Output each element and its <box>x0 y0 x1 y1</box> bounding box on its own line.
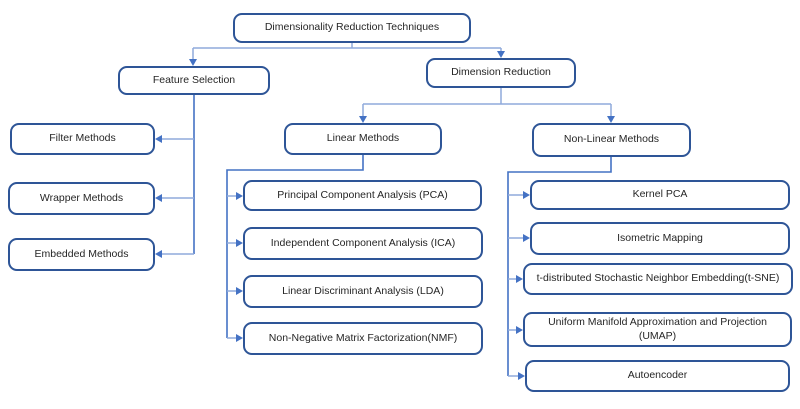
node-lda: Linear Discriminant Analysis (LDA) <box>243 275 483 308</box>
node-tsne: t-distributed Stochastic Neighbor Embedd… <box>523 263 793 295</box>
node-feature-selection: Feature Selection <box>118 66 270 95</box>
connector-feature-selection-rail <box>155 95 195 258</box>
node-umap: Uniform Manifold Approximation and Proje… <box>523 312 792 347</box>
node-linear-methods: Linear Methods <box>284 123 442 155</box>
node-nonlinear-methods: Non-Linear Methods <box>532 123 691 157</box>
node-root: Dimensionality Reduction Techniques <box>233 13 471 43</box>
node-filter-methods: Filter Methods <box>10 123 155 155</box>
node-dimension-reduction: Dimension Reduction <box>426 58 576 88</box>
node-pca: Principal Component Analysis (PCA) <box>243 180 482 211</box>
node-kernel-pca: Kernel PCA <box>530 180 790 210</box>
node-nmf: Non-Negative Matrix Factorization(NMF) <box>243 322 483 355</box>
connector-dimension-reduction-split <box>359 88 615 123</box>
node-autoencoder: Autoencoder <box>525 360 790 392</box>
node-isometric-mapping: Isometric Mapping <box>530 222 790 255</box>
node-embedded-methods: Embedded Methods <box>8 238 155 271</box>
node-wrapper-methods: Wrapper Methods <box>8 182 155 215</box>
node-ica: Independent Component Analysis (ICA) <box>243 227 483 260</box>
